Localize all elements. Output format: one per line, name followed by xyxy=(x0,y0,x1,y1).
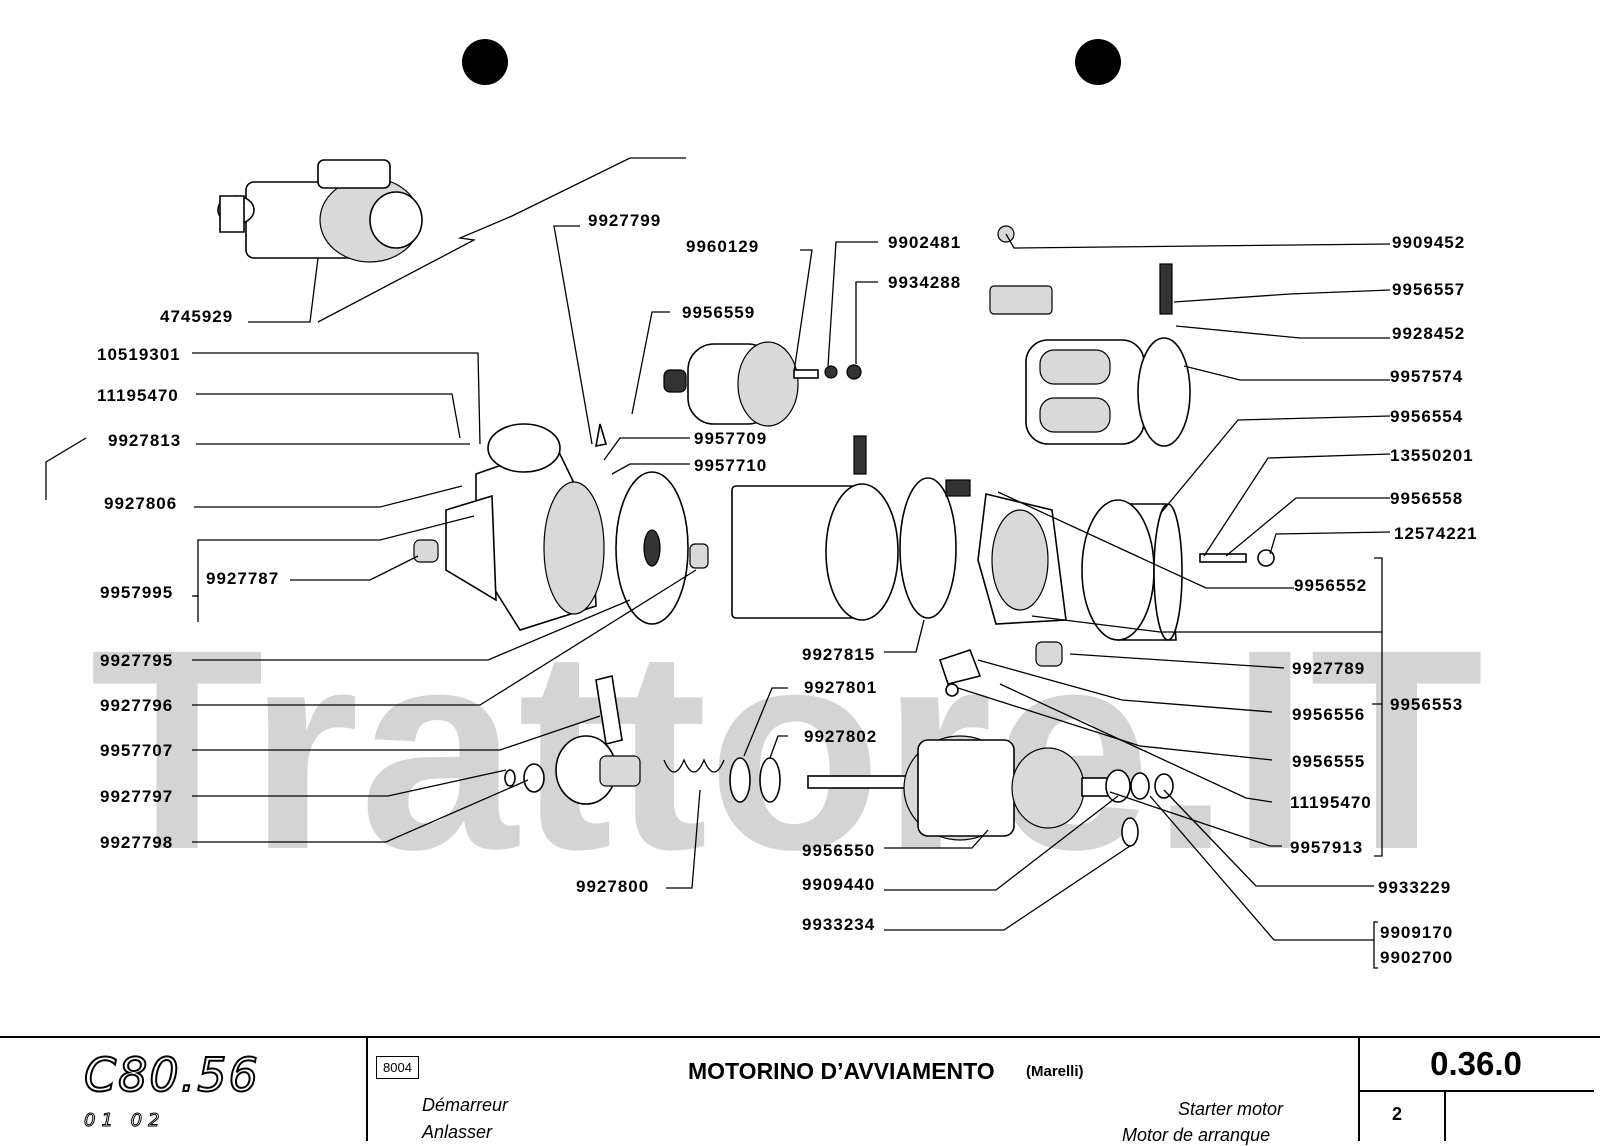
model-cell: C80.56 01 02 xyxy=(0,1038,368,1141)
field-coils-drawing xyxy=(989,225,1191,447)
description-cell: 8004 MOTORINO D’AVVIAMENTO (Marelli) Dém… xyxy=(366,1038,1360,1145)
punch-hole-left xyxy=(462,39,508,85)
part-label-9956550: 9956550 xyxy=(802,841,875,860)
part-label-9956558: 9956558 xyxy=(1390,489,1463,508)
part-label-9956555: 9956555 xyxy=(1292,752,1365,771)
name-german: Anlasser xyxy=(422,1122,493,1142)
model-code: C80.56 xyxy=(83,1047,260,1103)
part-label-9957707: 9957707 xyxy=(100,741,173,760)
page-reference: 0.36.0 xyxy=(1358,1038,1594,1092)
part-label-9927806: 9927806 xyxy=(104,494,177,513)
part-label-9956556: 9956556 xyxy=(1292,705,1365,724)
part-label-9933229: 9933229 xyxy=(1378,878,1451,897)
part-label-9927795: 9927795 xyxy=(100,651,173,670)
part-label-9956553: 9956553 xyxy=(1390,695,1463,714)
part-label-9909440: 9909440 xyxy=(802,875,875,894)
end-cover-drawing xyxy=(1081,499,1275,641)
armature-drawing xyxy=(807,735,1109,841)
part-label-9902700: 9902700 xyxy=(1380,948,1453,967)
assembled-starter-drawing xyxy=(217,159,423,263)
punch-hole-right xyxy=(1075,39,1121,85)
bushing-9927789-drawing xyxy=(1035,641,1063,667)
part-label-13550201: 13550201 xyxy=(1390,446,1474,465)
cover-disc-hub xyxy=(643,529,661,567)
part-label-9909170: 9909170 xyxy=(1380,923,1453,942)
page-title-manufacturer: (Marelli) xyxy=(1026,1063,1084,1080)
part-label-9927797: 9927797 xyxy=(100,787,173,806)
field-frame-drawing xyxy=(731,435,957,621)
part-number-labels: 4745929 10519301 11195470 9927813 992780… xyxy=(97,211,1478,967)
model-variants: 01 02 xyxy=(84,1110,166,1132)
name-english: Starter motor xyxy=(1178,1099,1284,1119)
part-label-9927789: 9927789 xyxy=(1292,659,1365,678)
spring-9927800-drawing xyxy=(663,758,725,773)
sheet-divider xyxy=(1444,1090,1446,1141)
washer-9927802-drawing xyxy=(759,757,781,803)
part-label-9956557: 9956557 xyxy=(1392,280,1465,299)
part-label-10519301: 10519301 xyxy=(97,345,181,364)
page-title: MOTORINO D’AVVIAMENTO xyxy=(688,1058,995,1084)
part-label-9927799: 9927799 xyxy=(588,211,661,230)
part-label-9927798: 9927798 xyxy=(100,833,173,852)
part-label-9956552: 9956552 xyxy=(1294,576,1367,595)
part-label-9933234: 9933234 xyxy=(802,915,875,934)
part-label-12574221: 12574221 xyxy=(1394,524,1478,543)
margin-mark xyxy=(45,437,87,500)
part-label-9956559: 9956559 xyxy=(682,303,755,322)
assembly-callout-line xyxy=(317,157,686,323)
part-label-9902481: 9902481 xyxy=(888,233,961,252)
bushing-9927796-drawing xyxy=(689,543,709,569)
screw-9956555-drawing xyxy=(945,683,959,697)
name-spanish: Motor de arranque xyxy=(1122,1125,1271,1145)
reference-cell: 0.36.0 2 xyxy=(1358,1038,1600,1141)
part-label-9909452: 9909452 xyxy=(1392,233,1465,252)
part-label-9927796: 9927796 xyxy=(100,696,173,715)
part-label-9927787: 9927787 xyxy=(206,569,279,588)
part-label-9927801: 9927801 xyxy=(804,678,877,697)
part-label-9957913: 9957913 xyxy=(1290,838,1363,857)
brush-holder-drawing xyxy=(945,479,1067,625)
lever-9957707-drawing xyxy=(595,675,623,745)
drive-end-housing-drawing xyxy=(413,423,605,631)
part-label-9927800: 9927800 xyxy=(576,877,649,896)
leader-lines xyxy=(192,225,1391,969)
part-label-9957995: 9957995 xyxy=(100,583,173,602)
part-label-9957709: 9957709 xyxy=(694,429,767,448)
doc-code-box: 8004 xyxy=(376,1056,419,1079)
part-label-9927802: 9927802 xyxy=(804,727,877,746)
title-block: C80.56 01 02 8004 MOTORINO D’AVVIAMENTO … xyxy=(0,1036,1600,1145)
part-label-9927813: 9927813 xyxy=(108,431,181,450)
part-label-9934288: 9934288 xyxy=(888,273,961,292)
part-label-9927815: 9927815 xyxy=(802,645,875,664)
washer-9927801-drawing xyxy=(729,757,751,803)
part-label-9960129: 9960129 xyxy=(686,237,759,256)
sheet-number: 2 xyxy=(1392,1104,1403,1124)
name-french: Démarreur xyxy=(422,1095,509,1115)
part-label-9957574: 9957574 xyxy=(1390,367,1463,386)
washer-9933234-drawing xyxy=(1121,817,1139,847)
part-label-9957710: 9957710 xyxy=(694,456,767,475)
part-label-9956554: 9956554 xyxy=(1390,407,1463,426)
brush-9956556-drawing xyxy=(938,648,982,685)
part-label-4745929: 4745929 xyxy=(160,307,233,326)
part-label-11195470-b: 11195470 xyxy=(1290,793,1372,812)
part-label-11195470-a: 11195470 xyxy=(97,386,179,405)
solenoid-drawing xyxy=(595,341,862,448)
part-label-9928452: 9928452 xyxy=(1392,324,1465,343)
